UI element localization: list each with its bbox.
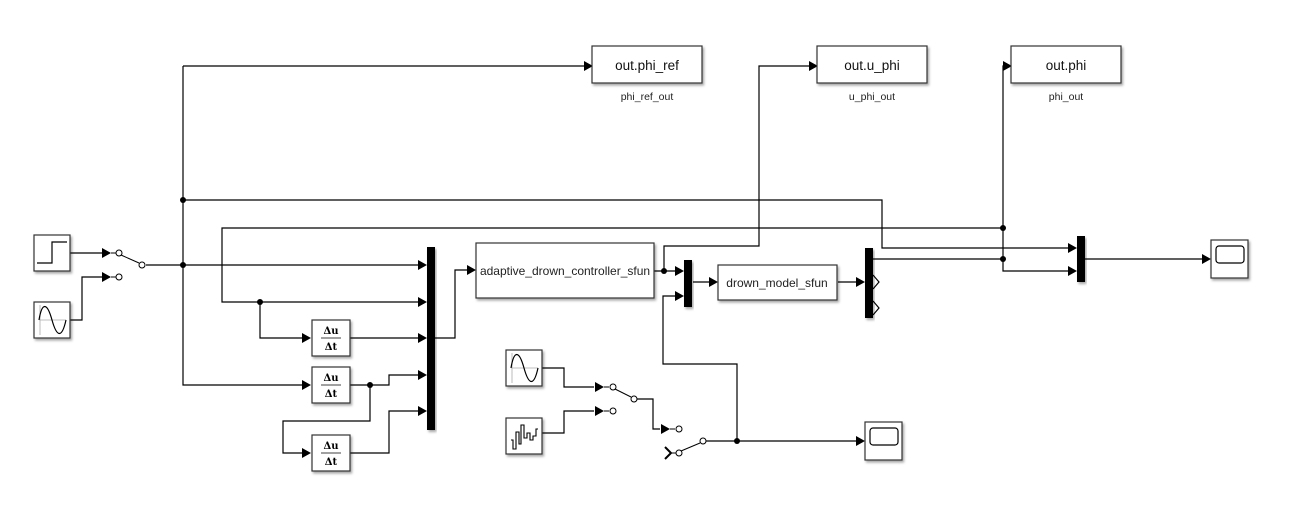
manual-switch-disturbance-enable[interactable]	[664, 425, 707, 460]
wire-phi-feedback[interactable]	[221, 227, 1003, 303]
controller-label: adaptive_drown_controller_sfun	[480, 264, 650, 278]
plant-output-demux[interactable]	[865, 248, 880, 318]
derivative-numerator: Δu	[323, 326, 338, 337]
sine-source-block[interactable]	[33, 301, 71, 339]
sine-wave-icon	[510, 353, 539, 383]
wire-sine-to-switch[interactable]	[70, 276, 110, 321]
derivative-block-1[interactable]: Δu Δt	[311, 319, 351, 357]
manual-switch-disturbance-type[interactable]	[604, 383, 638, 415]
derivative-denominator: Δt	[325, 389, 338, 400]
random-disturbance-block[interactable]	[505, 417, 543, 455]
sine-wave-icon	[38, 305, 67, 335]
to-workspace-phi[interactable]: out.phi phi_out	[1010, 45, 1122, 103]
wire-disturbance-to-mux2[interactable]	[662, 295, 738, 441]
wire-random-to-switch2[interactable]	[541, 410, 594, 434]
wire-sine2-to-switch2[interactable]	[541, 367, 594, 388]
scope-icon	[869, 427, 899, 446]
wire-reference-to-output-mux[interactable]	[183, 199, 1068, 249]
wire-reference-trunk[interactable]	[182, 66, 307, 386]
derivative-block-2[interactable]: Δu Δt	[311, 366, 351, 404]
plant-sfunction-block[interactable]: drown_model_sfun	[717, 264, 838, 301]
plant-label: drown_model_sfun	[726, 276, 827, 290]
plant-input-mux[interactable]	[684, 260, 692, 307]
wire-phi-to-output-mux[interactable]	[1002, 259, 1068, 272]
scope-input-mux[interactable]	[1077, 236, 1085, 282]
to-workspace-variable: out.u_phi	[844, 58, 900, 73]
wire-mux-to-controller[interactable]	[435, 269, 470, 339]
derivative-numerator: Δu	[323, 441, 338, 452]
to-workspace-phi-ref[interactable]: out.phi_ref phi_ref_out	[591, 45, 703, 103]
derivative-denominator: Δt	[325, 457, 338, 468]
disturbance-scope-block[interactable]	[864, 421, 903, 461]
controller-sfunction-block[interactable]: adaptive_drown_controller_sfun	[475, 242, 655, 299]
wire-deriv2-to-deriv3[interactable]	[282, 385, 371, 454]
to-workspace-variable: out.phi_ref	[615, 58, 679, 73]
derivative-block-3[interactable]: Δu Δt	[311, 434, 351, 472]
sine-disturbance-block[interactable]	[505, 349, 543, 387]
step-source-block[interactable]	[33, 234, 71, 272]
wire-switch2-to-switch3[interactable]	[637, 398, 660, 430]
signal-lines	[70, 65, 1204, 454]
output-scope-block[interactable]	[1210, 239, 1249, 279]
derivative-denominator: Δt	[325, 342, 338, 353]
branch-points	[180, 197, 1006, 444]
arrowheads	[102, 61, 1211, 458]
controller-input-mux[interactable]	[427, 247, 435, 430]
to-workspace-u-phi[interactable]: out.u_phi u_phi_out	[816, 45, 928, 103]
wire-deriv3-to-mux[interactable]	[350, 410, 420, 454]
derivative-numerator: Δu	[323, 373, 338, 384]
ground-input-icon	[664, 446, 673, 460]
step-icon	[37, 241, 67, 264]
wire-deriv2-to-mux[interactable]	[350, 374, 420, 386]
block-name: phi_ref_out	[621, 91, 674, 103]
wire-to-u-phi[interactable]	[663, 65, 809, 271]
scope-icon	[1215, 245, 1245, 264]
block-name: phi_out	[1049, 91, 1084, 103]
block-name: u_phi_out	[849, 91, 895, 103]
manual-switch-reference[interactable]	[111, 249, 146, 281]
to-workspace-variable: out.phi	[1046, 58, 1087, 73]
wire-phi-to-deriv1[interactable]	[259, 302, 307, 339]
random-signal-icon	[511, 424, 538, 450]
